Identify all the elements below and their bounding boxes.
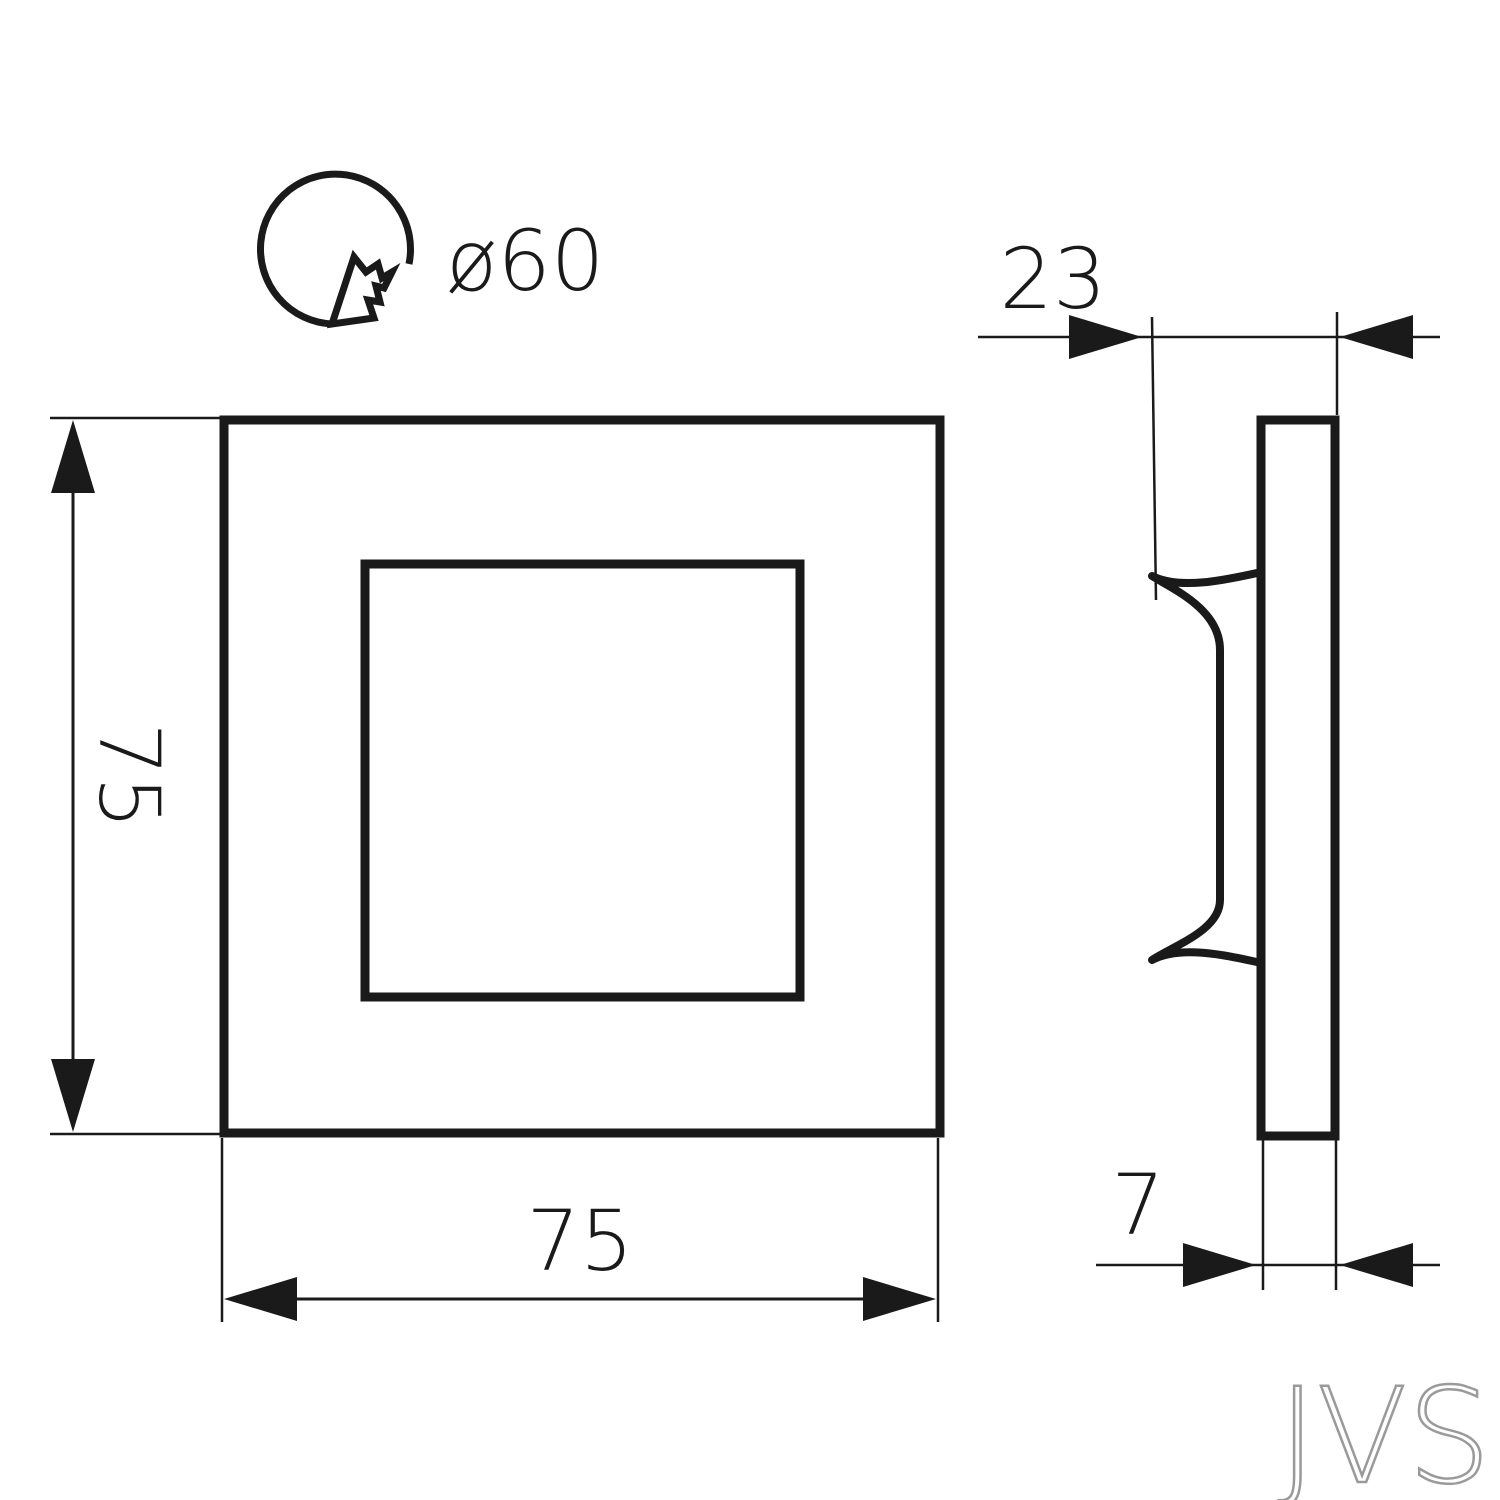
thickness-arrow-right xyxy=(1340,1243,1413,1287)
thickness-dimension xyxy=(1096,1140,1440,1290)
width-arrow-left xyxy=(224,1277,297,1321)
height-arrow-bottom xyxy=(51,1059,95,1132)
front-height-label: 75 xyxy=(80,723,178,830)
width-arrow-right xyxy=(863,1277,936,1321)
side-plate xyxy=(1256,415,1340,1141)
plate-thickness-label: 7 xyxy=(1111,1156,1164,1254)
side-spring-clip xyxy=(1148,569,1261,966)
height-dimension xyxy=(50,416,220,1136)
depth-dimension xyxy=(978,312,1440,601)
thickness-arrow-left xyxy=(1183,1243,1256,1287)
front-inner-window xyxy=(360,559,805,1002)
height-arrow-top xyxy=(51,420,95,493)
depth-arrow-left xyxy=(1069,315,1142,359)
depth-arrow-right xyxy=(1340,315,1413,359)
hole-diameter-label: ø60 xyxy=(446,212,604,310)
width-dimension xyxy=(220,1138,940,1322)
front-outer-frame xyxy=(219,415,945,1138)
hole-saw-cutout-icon xyxy=(257,170,414,329)
front-width-label: 75 xyxy=(527,1192,634,1290)
side-depth-label: 23 xyxy=(1000,230,1107,328)
brand-logo: JVS xyxy=(1278,1360,1491,1500)
